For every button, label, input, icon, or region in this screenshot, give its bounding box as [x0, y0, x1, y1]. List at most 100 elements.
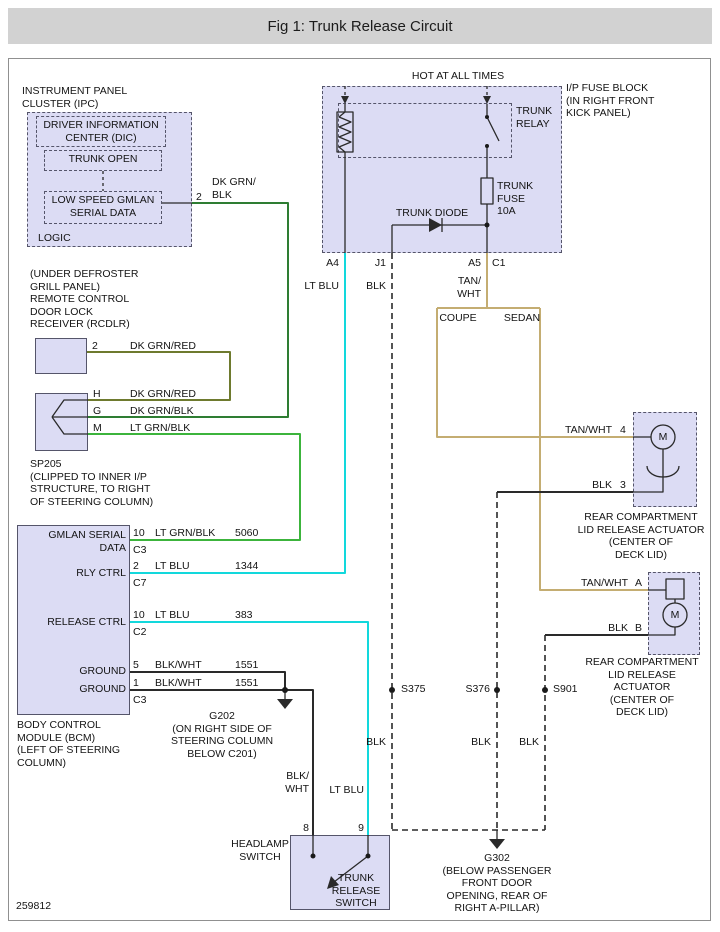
- headlamp-switch-label: HEADLAMP SWITCH: [231, 838, 289, 863]
- splice-s376: S376: [465, 683, 490, 695]
- act2-internal-wiring: [648, 589, 676, 636]
- feed-arrow-icon: [341, 96, 349, 104]
- pin-a5: A5: [468, 257, 481, 269]
- g202-ground-icon: [277, 699, 293, 709]
- ipc-box: [27, 112, 192, 247]
- wire-blk-bottom-3: BLK: [519, 736, 539, 748]
- act1-caption: REAR COMPARTMENT LID RELEASE ACTUATOR (C…: [577, 511, 705, 561]
- wire-lt-blu-switch-label: LT BLU: [329, 784, 364, 796]
- sp205-wire-m-label: LT GRN/BLK: [130, 422, 191, 434]
- ipc-wire-label: DK GRN/ BLK: [212, 176, 256, 201]
- bcm-caption: BODY CONTROL MODULE (BCM) (LEFT OF STEER…: [17, 719, 121, 769]
- trunk-fuse-label: TRUNK FUSE 10A: [497, 180, 534, 217]
- motor2-label: M: [670, 609, 680, 621]
- wire-blk-wht-ground: [130, 671, 314, 835]
- bcm-wire-ground2-circuit: 1551: [235, 677, 259, 689]
- bcm-row-rly: RLY CTRL: [76, 567, 126, 579]
- dic-label: DRIVER INFORMATION CENTER (DIC): [43, 119, 159, 144]
- act2-pin-b: B: [635, 622, 643, 634]
- wire-label-tan-wht-top: TAN/ WHT: [457, 275, 481, 300]
- dic-box: [36, 116, 166, 147]
- act2-motor-circle: [662, 602, 688, 628]
- wire-label-blk-top: BLK: [366, 280, 386, 292]
- pin-j1: J1: [374, 257, 386, 269]
- act2-wire-tan-label: TAN/WHT: [580, 577, 628, 589]
- bcm-conn-c7: C7: [133, 577, 147, 589]
- bcm-box: [17, 525, 130, 715]
- act1-pin-3: 3: [620, 479, 626, 491]
- pin-a4: A4: [326, 257, 339, 269]
- splice-s375: S375: [401, 683, 426, 695]
- junction-dot: [484, 222, 490, 228]
- bcm-pin-10-c3: 10: [133, 527, 145, 539]
- wire-tan-wht: [436, 253, 648, 591]
- wire-blk-bottom-2: BLK: [471, 736, 491, 748]
- relay-switch-symbol: [486, 104, 500, 178]
- trunk-relay-box: [338, 103, 512, 158]
- act2-solenoid-symbol: [665, 578, 685, 600]
- junction-dot: [282, 687, 288, 693]
- low-speed-gmlan-label: LOW SPEED GMLAN SERIAL DATA: [51, 194, 155, 219]
- sp205-pin-g: G: [93, 405, 102, 417]
- act1-pin-4: 4: [620, 424, 626, 436]
- wire-dk-grn-red: [87, 351, 231, 401]
- trunk-open-label: TRUNK OPEN: [68, 153, 138, 165]
- figure-title: Fig 1: Trunk Release Circuit: [267, 17, 453, 35]
- sheet-number: 259812: [16, 900, 52, 912]
- coupe-label: COUPE: [439, 312, 477, 324]
- sp205-pin-h: H: [93, 388, 101, 400]
- act1-internal-wiring: [633, 436, 680, 493]
- wire-blk-bottom-1: BLK: [366, 736, 386, 748]
- wire-blk-wht-switch-label: BLK/ WHT: [285, 770, 309, 795]
- hot-label: HOT AT ALL TIMES: [411, 70, 505, 82]
- ipc-title: INSTRUMENT PANEL CLUSTER (IPC): [22, 85, 128, 110]
- feed-arrow-icon: [483, 96, 491, 104]
- act1-motor-circle: [650, 424, 676, 450]
- junction-dot: [494, 687, 500, 693]
- switch-pin-8: 8: [303, 822, 309, 834]
- trunk-diode-label: TRUNK DIODE: [395, 207, 469, 219]
- bcm-conn-c3: C3: [133, 544, 147, 556]
- bcm-wire-gmlan-circuit: 5060: [235, 527, 259, 539]
- bcm-wire-ground1-circuit: 1551: [235, 659, 259, 671]
- low-speed-gmlan-box: [44, 191, 162, 224]
- g202-caption: G202 (ON RIGHT SIDE OF STEERING COLUMN B…: [170, 710, 274, 760]
- trunk-relay-label: TRUNK RELAY: [516, 105, 553, 130]
- bcm-row-release: RELEASE CTRL: [47, 616, 126, 628]
- g302-caption: G302 (BELOW PASSENGER FRONT DOOR OPENING…: [442, 852, 552, 914]
- figure-title-bar: Fig 1: Trunk Release Circuit: [8, 8, 712, 44]
- relay-coil-zigzag: [338, 111, 352, 153]
- bcm-wire-rly-label: LT BLU: [155, 560, 190, 572]
- motor1-label: M: [658, 431, 668, 443]
- bcm-wire-gmlan-label: LT GRN/BLK: [155, 527, 216, 539]
- trunk-open-box: [44, 150, 162, 171]
- rcdlr-title: (UNDER DEFROSTER GRILL PANEL) REMOTE CON…: [30, 268, 139, 330]
- rcdlr-box: [35, 338, 87, 374]
- wire-lt-grn-blk: [88, 433, 301, 541]
- switch-contact-dot: [310, 853, 316, 859]
- bcm-conn-c3b: C3: [133, 694, 147, 706]
- logic-label: LOGIC: [38, 232, 71, 244]
- act2-pin-a: A: [635, 577, 643, 589]
- bcm-wire-release-circuit: 383: [235, 609, 253, 621]
- wire-lt-blu-rly-ctrl: [130, 253, 346, 574]
- sp205-pin-m: M: [93, 422, 102, 434]
- wire-label-lt-blu-top: LT BLU: [304, 280, 339, 292]
- act1-box: [633, 412, 697, 507]
- act2-box: [648, 572, 700, 655]
- junction-dot: [542, 687, 548, 693]
- bcm-conn-c2: C2: [133, 626, 147, 638]
- swit-contact-dot: [365, 853, 371, 859]
- bcm-pin-1: 1: [133, 677, 139, 689]
- wire-dk-grn-blk: [88, 202, 289, 418]
- act1-wire-tan-label: TAN/WHT: [564, 424, 612, 436]
- ipc-pin-2: 2: [196, 191, 202, 203]
- bcm-pin-10-c2: 10: [133, 609, 145, 621]
- rcdlr-pin-2: 2: [92, 340, 98, 352]
- act1-wire-blk-label: BLK: [592, 479, 612, 491]
- trunk-diode-symbol: [429, 218, 442, 232]
- sp205-wire-g-label: DK GRN/BLK: [130, 405, 194, 417]
